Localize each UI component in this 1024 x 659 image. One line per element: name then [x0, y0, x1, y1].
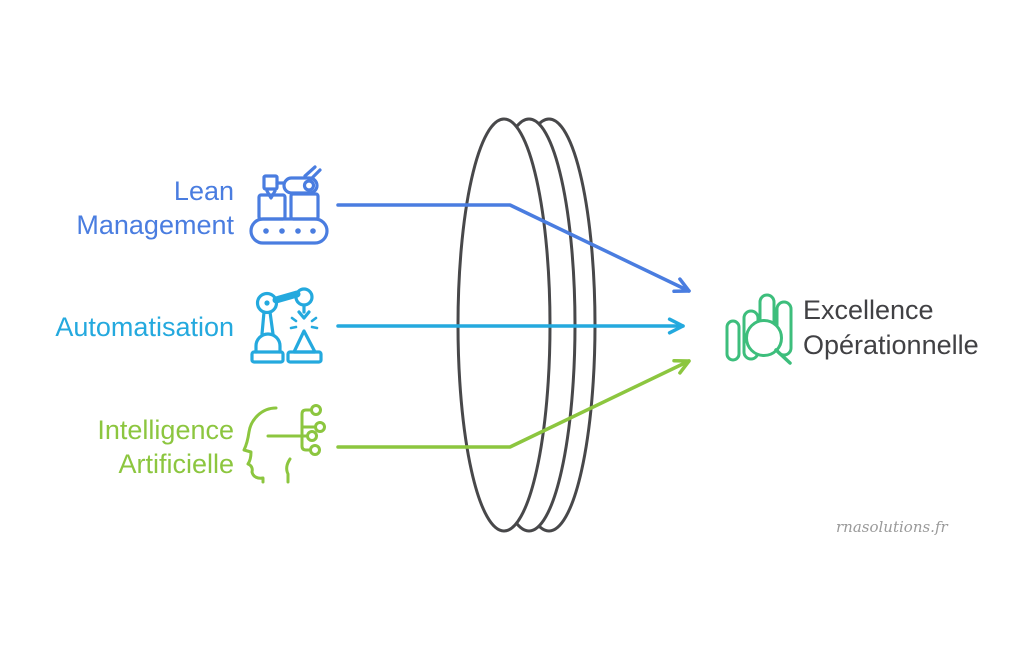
excellence-label-line1: Excellence: [803, 295, 934, 325]
ai-arrow: [336, 358, 691, 449]
lean-management-label: Lean Management: [30, 174, 234, 242]
intelligence-artificielle-label-line2: Artificielle: [118, 449, 234, 479]
ai-arrowhead-icon: [672, 358, 691, 375]
intelligence-artificielle-label-line1: Intelligence: [97, 415, 234, 445]
lean-management-label-line1: Lean: [173, 176, 234, 206]
excellence-label-line2: Opérationnelle: [803, 330, 979, 360]
watermark: rnasolutions.fr: [836, 518, 948, 536]
automation-arrowhead-icon: [667, 317, 685, 335]
lean-management-label-line2: Management: [76, 210, 234, 240]
bar-chart-magnifier-icon: [725, 293, 793, 365]
lean-arrow: [336, 203, 691, 294]
automatisation-label: Automatisation: [30, 310, 234, 344]
automation-arrow: [336, 317, 685, 335]
lean-arrowhead-icon: [672, 277, 691, 294]
conveyor-belt-icon: [249, 165, 329, 245]
automatisation-label-line1: Automatisation: [55, 312, 234, 342]
robot-arm-icon: [250, 287, 323, 364]
ai-head-circuit-icon: [242, 404, 326, 484]
intelligence-artificielle-label: Intelligence Artificielle: [30, 413, 234, 481]
excellence-operationnelle-label: Excellence Opérationnelle: [803, 293, 979, 363]
